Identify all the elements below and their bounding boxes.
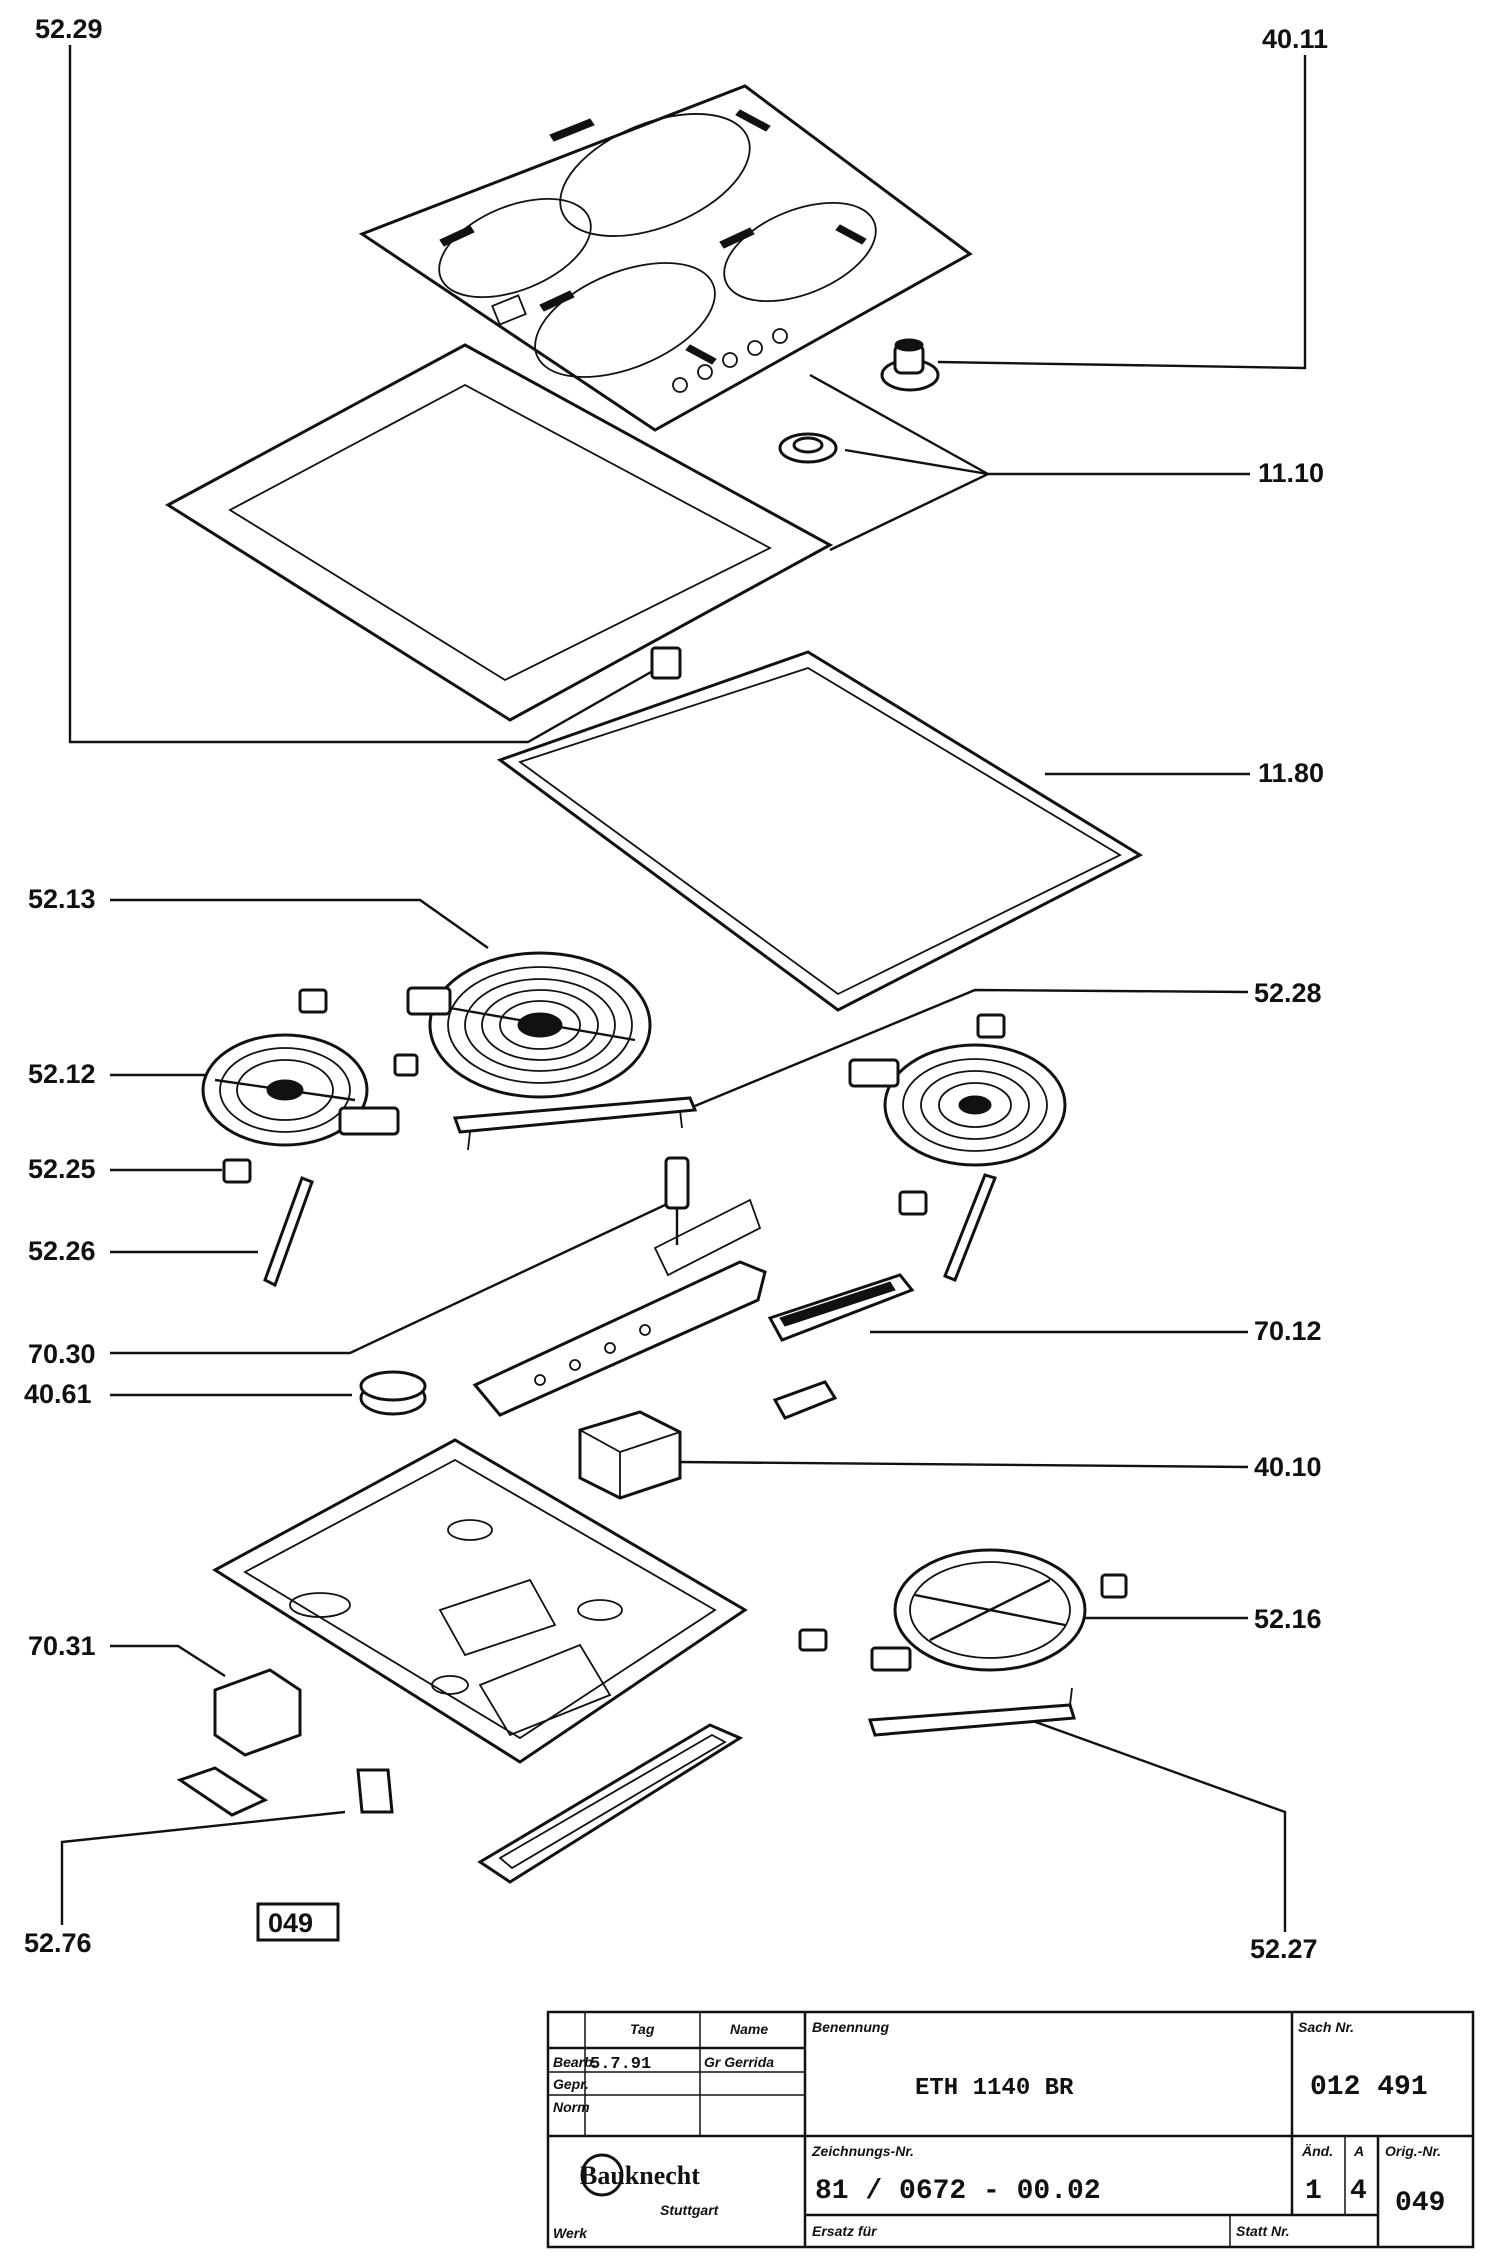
small-radiant-heater (201, 1033, 400, 1147)
label-52-26: 52.26 (28, 1236, 96, 1266)
side-duct (477, 1723, 744, 1884)
medium-radiant-heater (848, 1013, 1067, 1282)
tb-orig-label: Orig.-Nr. (1385, 2143, 1441, 2159)
label-52-29: 52.29 (35, 14, 103, 44)
glass-cooktop-plate (358, 84, 973, 432)
tb-ersatz-label: Ersatz für (812, 2223, 878, 2239)
tb-bearb-date: 5.7.91 (590, 2055, 651, 2074)
tb-norm-label: Norm (553, 2099, 590, 2115)
leader-70-31 (110, 1644, 226, 1678)
leader-11-10-b (809, 373, 989, 476)
part-labels: 52.29 40.11 11.10 11.80 52.13 52.28 52.1… (24, 14, 1328, 1964)
label-70-12: 70.12 (1254, 1316, 1322, 1346)
page-code: 049 (268, 1908, 313, 1938)
label-52-25: 52.25 (28, 1154, 96, 1184)
control-panel-rail (472, 1198, 767, 1417)
large-radiant-heater (298, 951, 652, 1099)
leader-11-10-d (829, 472, 989, 552)
tb-tag-header: Tag (630, 2021, 655, 2037)
logo-text: Bauknecht (580, 2161, 700, 2190)
frame-seal-gasket (496, 650, 1144, 1012)
leader-70-30 (110, 1203, 666, 1355)
heater-bracket-bottom (867, 1687, 1076, 1737)
label-52-28: 52.28 (1254, 978, 1322, 1008)
label-11-10: 11.10 (1258, 458, 1324, 488)
tb-zeichnung-value: 81 / 0672 - 00.02 (815, 2176, 1101, 2207)
mains-connector (176, 1668, 302, 1817)
knob-ring (778, 432, 838, 464)
tb-bearb-name: Gr Gerrida (704, 2054, 774, 2070)
leader-52-28 (689, 988, 1249, 1110)
label-52-76: 52.76 (24, 1928, 92, 1958)
tb-sach-value: 012 491 (1310, 2072, 1428, 2103)
label-70-30: 70.30 (28, 1339, 96, 1369)
terminal-block (767, 1273, 915, 1420)
tb-gepr-label: Gepr. (553, 2076, 589, 2092)
tb-sach-label: Sach Nr. (1298, 2019, 1354, 2035)
base-pan (212, 1438, 748, 1764)
leader-52-13 (110, 898, 489, 949)
title-block: Tag Name Bearb. 5.7.91 Gr Gerrida Gepr. … (546, 2010, 1475, 2249)
label-52-27: 52.27 (1250, 1934, 1318, 1964)
tb-a-label: A (1353, 2143, 1364, 2159)
label-11-80: 11.80 (1258, 758, 1324, 788)
tb-benennung-value: ETH 1140 BR (915, 2075, 1074, 2102)
leader-52-29 (68, 45, 659, 744)
label-70-31: 70.31 (28, 1631, 96, 1661)
heater-clip (222, 1158, 252, 1184)
tb-city: Stuttgart (660, 2202, 720, 2218)
label-40-11: 40.11 (1262, 24, 1328, 54)
support-rod-left (263, 1176, 314, 1288)
tb-benennung-label: Benennung (812, 2019, 889, 2035)
leader-52-27 (1029, 1718, 1287, 1932)
tb-werk-label: Werk (553, 2225, 588, 2241)
leader-52-76 (60, 1810, 346, 1925)
indicator-cap (359, 1370, 427, 1416)
control-knob (880, 338, 940, 392)
heater-bracket-top (452, 1096, 698, 1151)
tb-zeichnung-label: Zeichnungs-Nr. (811, 2143, 914, 2159)
tb-a-value: 4 (1350, 2176, 1367, 2207)
tb-orig-value: 049 (1395, 2188, 1445, 2219)
label-52-16: 52.16 (1254, 1604, 1322, 1634)
tb-bearb-label: Bearb. (553, 2054, 597, 2070)
cooktop-frame (165, 343, 834, 722)
temperature-sensor (664, 1156, 690, 1245)
leader-11-10-c (844, 448, 989, 476)
tb-aend-value: 1 (1305, 2176, 1322, 2207)
label-40-10: 40.10 (1254, 1452, 1322, 1482)
mounting-clip (356, 1768, 394, 1814)
bauknecht-logo: Bauknecht (580, 2153, 700, 2197)
page-code-box: 049 (256, 1902, 340, 1942)
tb-name-header: Name (730, 2021, 768, 2037)
energy-regulator (578, 1410, 682, 1500)
label-52-13: 52.13 (28, 884, 96, 914)
halogen-heater (798, 1548, 1128, 1672)
label-40-61: 40.61 (24, 1379, 92, 1409)
leader-lines (60, 45, 1307, 1932)
leader-40-11 (937, 55, 1307, 370)
leader-40-10 (677, 1460, 1249, 1469)
tb-statt-label: Statt Nr. (1236, 2223, 1290, 2239)
tb-aend-label: Änd. (1301, 2143, 1333, 2159)
label-52-12: 52.12 (28, 1059, 96, 1089)
